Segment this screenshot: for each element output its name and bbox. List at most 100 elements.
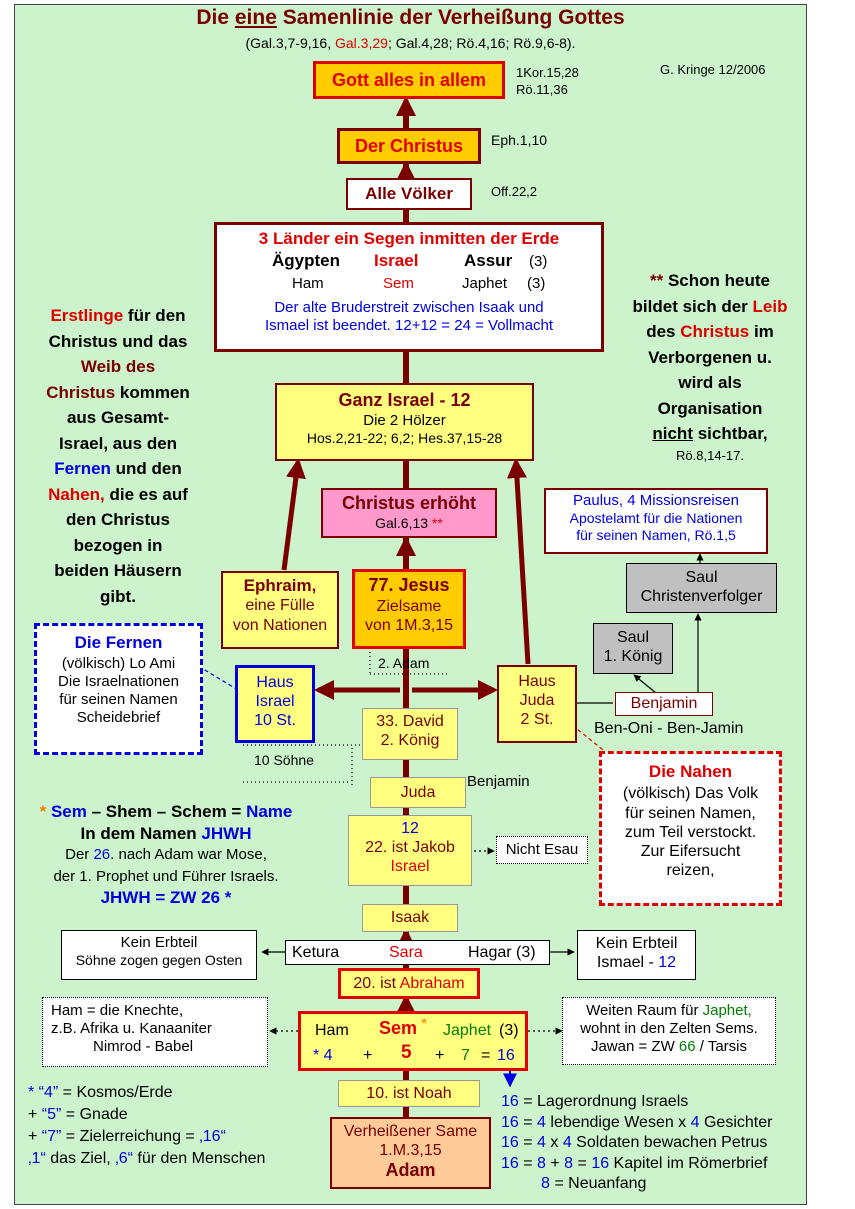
sixteen-r4a: 16 [501,1154,519,1172]
erstlinge-text: Erstlinge für den Christus und das Weib … [22,303,214,609]
jesus-l1: 77. Jesus [368,575,450,595]
haus-juda-box: Haus Juda 2 St. [497,665,577,743]
erstlinge-n: bezogen in [73,535,163,555]
erstlinge-h: Israel, aus den [58,433,178,453]
erbteil-left-l2: Söhne zogen gegen Osten [75,952,243,968]
sixteen-r2b: = [518,1113,538,1131]
son-ham: Ham [292,275,324,293]
nahen-title: Die Nahen [648,762,733,781]
ganz-israel-box: Ganz Israel - 12 Die 2 Hölzer Hos.2,21-2… [275,383,534,461]
ref-b: Gal.3,29 [335,35,388,51]
schon-christus: Christus [680,322,750,341]
saul1-l2: Christenverfolger [640,588,763,606]
ref-a: (Gal.3,7-9,16, [245,35,335,51]
erstlinge-j: und den [110,459,182,478]
hagar-label: Hagar (3) [468,944,536,961]
haus-israel-l3: 10 St. [254,712,296,730]
kosmos-r4a: ‚1“ [28,1150,46,1167]
japhet-l3b: 66 [678,1038,696,1055]
fernen-l2: Die Israelnationen [58,673,179,691]
son-japhet: Japhet [462,275,508,293]
laender-title: 3 Länder ein Segen inmitten der Erde [258,229,560,248]
ham-box: Ham = die Knechte, z.B. Afrika u. Kanaan… [42,997,268,1067]
jakob-l3: Israel [390,858,430,876]
ephraim-l1: Ephraim, [243,576,317,595]
jakob-box: 12 22. ist Jakob Israel [348,815,472,886]
christus-box: Der Christus [337,128,481,164]
gott-box: Gott alles in allem [313,61,505,99]
kosmos-r1b: “4” [38,1084,59,1101]
erbteil-right-box: Kein Erbteil Ismael - 12 [577,930,696,980]
benjamin-sub: Ben-Oni - Ben-Jamin [594,720,744,737]
ephraim-box: Ephraim, eine Fülle von Nationen [221,571,339,649]
schon-l3c: im [749,322,774,341]
erhoeht-ref: Gal.6,13 [375,514,432,531]
saul-verfolger-box: Saul Christenverfolger [626,563,777,613]
saul2-l1: Saul [616,629,650,646]
jakob-l2: 22. ist Jakob [365,839,455,857]
kosmos-r4b: das Ziel, [45,1150,116,1167]
kosmos-r4d: für den Menschen [132,1150,266,1167]
kosmos-r2a: + [28,1106,42,1123]
schon-leib: Leib [752,296,788,316]
sixteen-r2a: 16 [501,1113,519,1131]
voelker-box: Alle Völker [346,178,472,210]
erstlinge-m: den Christus [66,510,170,529]
sem-star: * [39,802,51,821]
sem-l2b: JHWH [201,823,252,843]
paulus-l1: Paulus, 4 Missionsreisen [573,492,739,509]
japhet-l2: wohnt in den Zelten Sems. [580,1020,758,1037]
gott-label: Gott alles in allem [331,70,487,90]
jakob-l1: 12 [401,820,419,837]
sem-l1a: Sem [50,802,87,821]
paulus-box: Paulus, 4 Missionsreisen Apostelamt für … [544,488,768,554]
son-sem: Sem [383,275,414,293]
sixteen-r1a: 16 [501,1093,519,1110]
kosmos-r1a: * [28,1084,39,1101]
erhoeht-box: Christus erhöht Gal.6,13 ** [321,488,497,538]
schon-l6: Organisation [657,398,763,418]
erbteil-left-box: Kein Erbteil Söhne zogen gegen Osten [61,930,257,980]
jesus-l2: Zielsame [376,597,442,615]
schon-l2a: bildet sich der [632,296,753,316]
kosmos-r1c: = Kosmos/Erde [58,1084,173,1101]
fernen-l1: (völkisch) Lo Ami [61,655,176,673]
erbteil-right-l2b: 12 [658,954,677,972]
sixteen-r2e: 4 [690,1113,700,1131]
abraham-b: Abraham [399,975,465,992]
sixteen-r1b: = Lagerordnung Israels [518,1093,689,1110]
sixteen-list: 16 = Lagerordnung Israels 16 = 4 lebendi… [501,1092,772,1195]
sixteen-r4d: + [545,1154,565,1172]
sons-n2: 5 [401,1042,412,1063]
nahen-l2: für seinen Namen, [625,804,756,822]
benjamin-label: Benjamin [630,695,698,712]
laender-text1: Der alte Bruderstreit zwischen Isaak und [274,299,544,317]
haus-israel-box: Haus Israel 10 St. [235,665,315,743]
schon-l5: wird als [678,373,742,392]
sixteen-r4b: = [518,1154,538,1172]
erbteil-left-l1: Kein Erbteil [120,934,198,951]
sixteen-r4c: 8 [537,1154,546,1172]
ham-l1: Ham = die Knechte, [51,1002,184,1019]
erbteil-right-l2a: Ismael - [596,954,659,972]
david-l1: 33. David [376,713,444,730]
benjamin-box: Benjamin [615,692,713,716]
sem-l4: der 1. Prophet und Führer Israels. [53,867,279,885]
erstlinge-nahen: Nahen, [48,484,105,504]
sons-count: (3) [499,1022,519,1039]
benjamin-side-label: Benjamin [467,773,530,790]
haus-juda-l2: Juda [519,692,555,710]
erhoeht-title: Christus erhöht [341,493,476,513]
nahen-l4: Zur Eifersucht [640,842,741,860]
page-title: Die eine Samenlinie der Verheißung Gotte… [14,6,807,30]
sons-japhet: Japhet [443,1022,492,1039]
schon-nicht: nicht [652,424,693,443]
nahen-l5: reizen, [666,862,715,880]
adam-l3: Adam [385,1160,436,1181]
sem-l3c: . nach Adam war Mose, [110,846,267,863]
saul1-l1: Saul [685,569,718,586]
ganz-l2: Hos.2,21-22; 6,2; Hes.37,15-28 [306,429,503,446]
erstlinge-b: für den [123,306,186,325]
sara-label: Sara [389,944,423,961]
ref-c: ; Gal.4,28; Rö.4,16; Rö.9,6-8). [387,35,576,51]
